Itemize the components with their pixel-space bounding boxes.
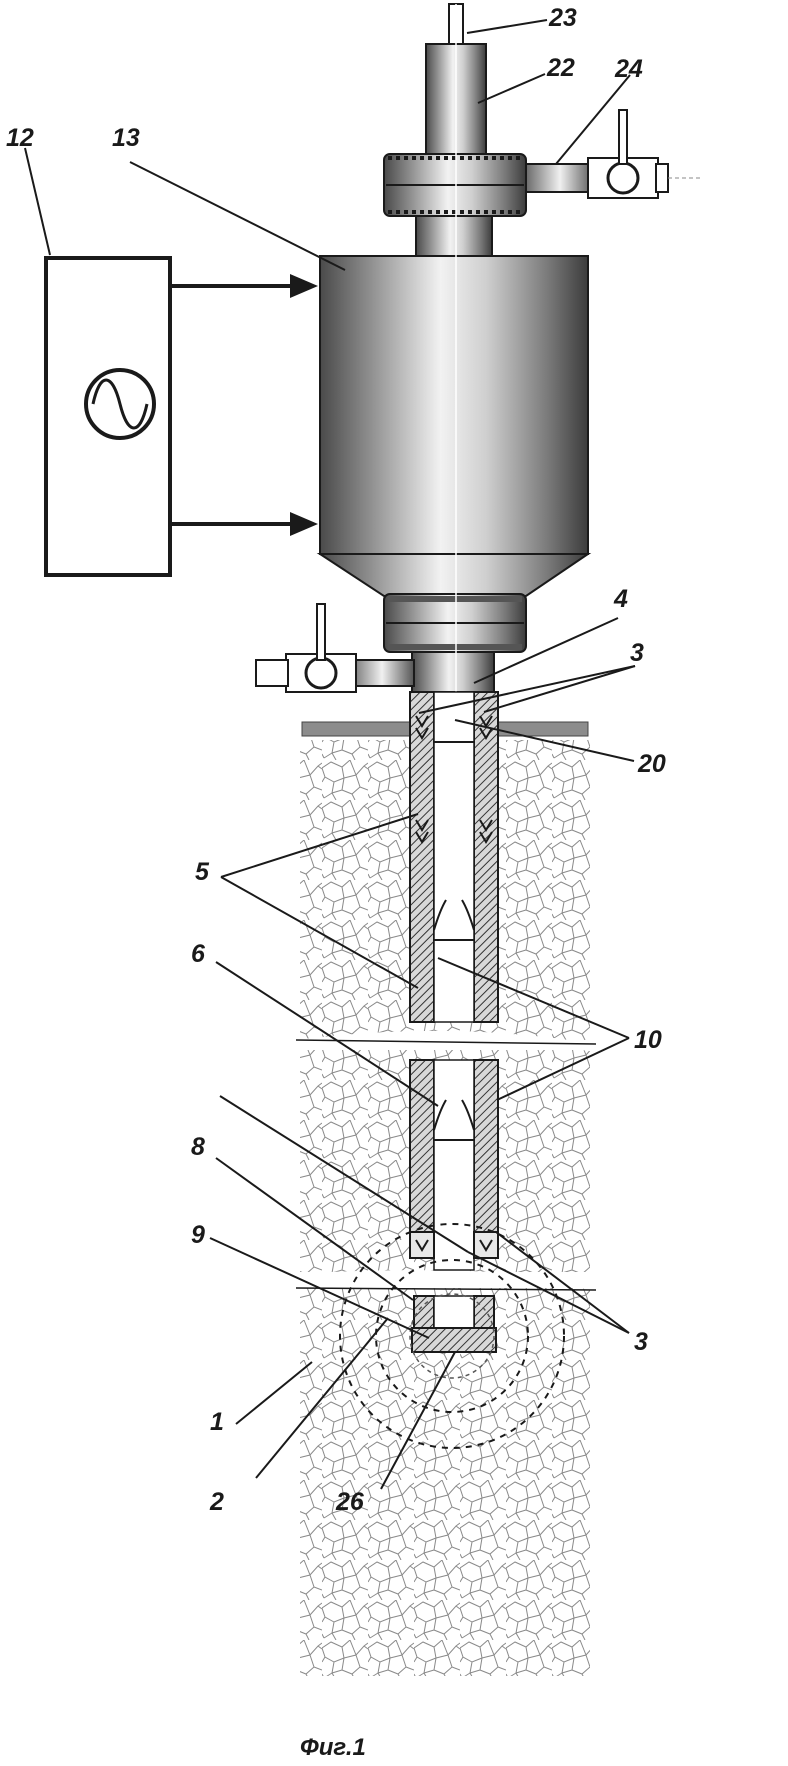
arrow-lower-head	[290, 512, 318, 536]
label-3-upper: 3	[630, 639, 644, 667]
label-10: 10	[634, 1026, 662, 1054]
label-9: 9	[191, 1221, 205, 1249]
right-wall-middle	[474, 1060, 498, 1232]
top-rod-assembly	[384, 4, 700, 258]
label-12: 12	[6, 124, 34, 152]
label-20: 20	[637, 750, 666, 778]
label-2: 2	[209, 1488, 224, 1516]
label-8: 8	[191, 1133, 205, 1161]
lower-flange-rim-bottom	[388, 644, 522, 650]
main-body-13	[256, 4, 588, 700]
outlet-pipe-left	[350, 660, 414, 686]
neck-lower	[412, 652, 494, 692]
label-22: 22	[546, 54, 575, 82]
seal-right-lower	[474, 1232, 498, 1258]
label-26: 26	[335, 1488, 365, 1516]
label-13: 13	[112, 124, 140, 152]
arrow-upper-head	[290, 274, 318, 298]
cylinder-body	[320, 256, 588, 554]
label-5: 5	[195, 858, 210, 886]
label-1: 1	[210, 1408, 224, 1436]
label-3-lower: 3	[634, 1328, 648, 1356]
neck-upper	[416, 216, 492, 258]
right-wall-upper	[474, 692, 498, 1022]
label-24: 24	[614, 55, 643, 83]
valve-icon	[256, 604, 356, 692]
figure-caption: Фиг.1	[300, 1734, 366, 1761]
bore-middle	[434, 1060, 474, 1270]
bottom-plug-9	[412, 1328, 496, 1352]
label-6: 6	[191, 940, 206, 968]
cone-bottom	[320, 554, 588, 596]
label-23: 23	[548, 4, 577, 32]
lower-flange-rim-top	[388, 596, 522, 602]
generator-12	[46, 258, 318, 575]
label-4: 4	[613, 585, 628, 613]
outlet-pipe-24	[526, 164, 594, 192]
seal-left-lower	[410, 1232, 434, 1258]
valve-icon	[588, 110, 668, 198]
left-wall-middle	[410, 1060, 434, 1232]
left-wall-upper	[410, 692, 434, 1022]
well-tubing	[410, 692, 498, 1352]
